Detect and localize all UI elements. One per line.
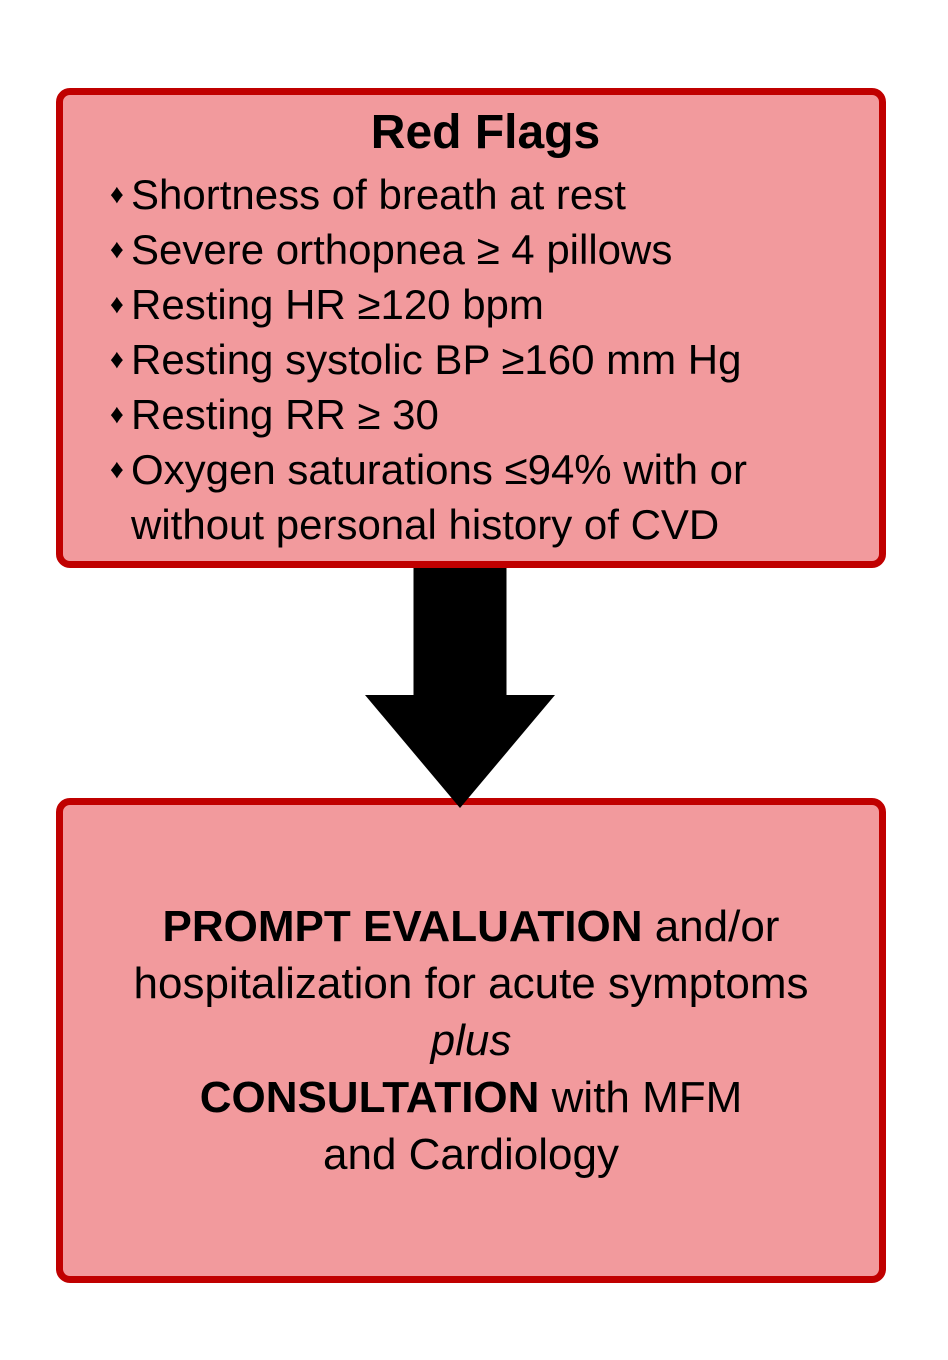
red-flag-item: ♦ Resting HR ≥120 bpm [110,277,861,332]
diamond-bullet-icon: ♦ [110,454,124,484]
action-line: and Cardiology [323,1126,619,1183]
action-line: hospitalization for acute symptoms [134,955,809,1012]
diamond-bullet-icon: ♦ [110,234,124,264]
red-flag-text: Resting systolic BP ≥160 mm Hg [131,336,742,383]
action-line: PROMPT EVALUATION and/or [163,898,780,955]
red-flags-box: Red Flags ♦ Shortness of breath at rest … [56,88,886,568]
red-flag-item: ♦ Shortness of breath at rest [110,167,861,222]
action-line-rest: and/or [642,902,780,951]
red-flag-item: ♦ Resting systolic BP ≥160 mm Hg [110,332,861,387]
red-flag-text-line1: Oxygen saturations ≤94% with or [131,446,748,493]
action-line: plus [431,1012,512,1069]
red-flag-text-line2: without personal history of CVD [131,501,720,548]
down-arrow-icon [365,568,555,808]
action-line: CONSULTATION with MFM [200,1069,743,1126]
red-flag-text: Oxygen saturations ≤94% with or without … [131,442,861,552]
action-line-text: and Cardiology [323,1130,619,1179]
action-line-text: hospitalization for acute symptoms [133,959,809,1008]
red-flag-text: Severe orthopnea ≥ 4 pillows [131,226,673,273]
action-line-bold: PROMPT EVALUATION [162,902,643,951]
action-line-rest: with MFM [539,1073,743,1122]
diamond-bullet-icon: ♦ [110,289,124,319]
red-flag-text: Shortness of breath at rest [131,171,626,218]
diamond-bullet-icon: ♦ [110,399,124,429]
action-line-bold: CONSULTATION [199,1073,540,1122]
red-flag-text: Resting RR ≥ 30 [131,391,439,438]
diamond-bullet-icon: ♦ [110,179,124,209]
diamond-bullet-icon: ♦ [110,344,124,374]
red-flag-item: ♦ Resting RR ≥ 30 [110,387,861,442]
red-flag-item: ♦ Oxygen saturations ≤94% with or withou… [110,442,861,552]
red-flags-title: Red Flags [370,106,601,159]
red-flag-text: Resting HR ≥120 bpm [131,281,544,328]
red-flag-item: ♦ Severe orthopnea ≥ 4 pillows [110,222,861,277]
action-line-italic: plus [430,1016,512,1065]
action-box: PROMPT EVALUATION and/or hospitalization… [56,798,886,1283]
red-flags-list: ♦ Shortness of breath at rest ♦ Severe o… [110,167,861,552]
